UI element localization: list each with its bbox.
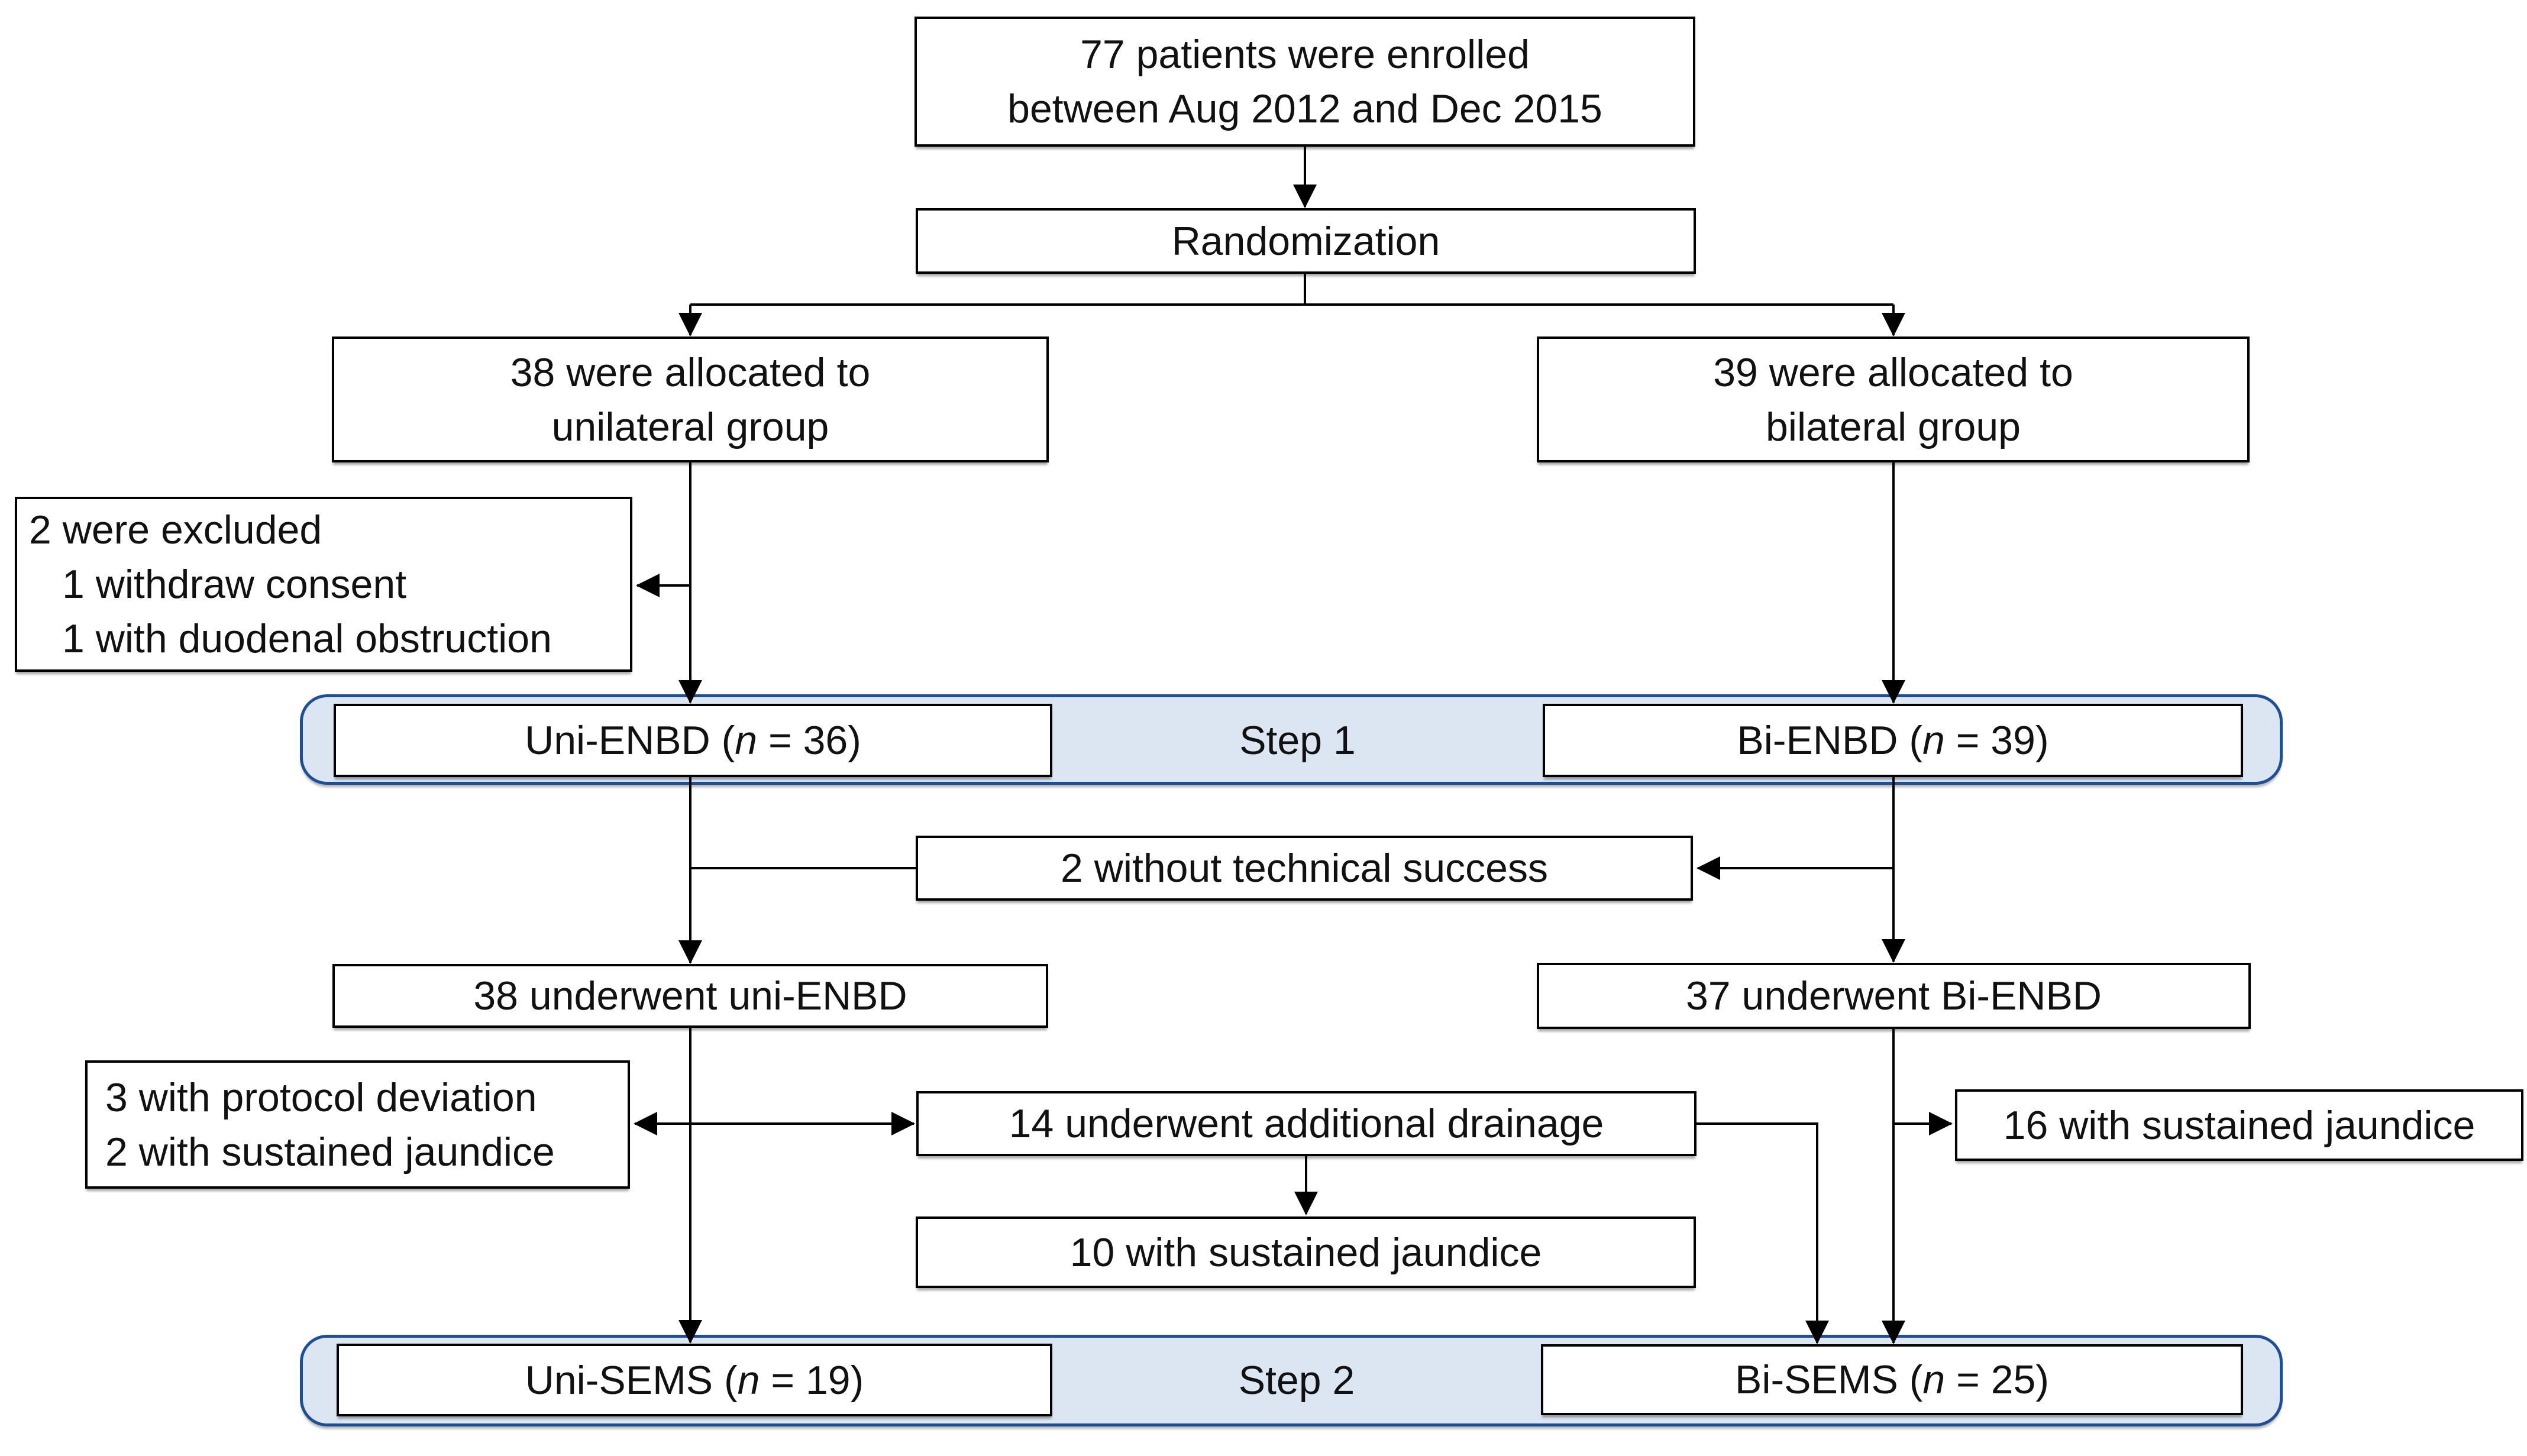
bi-enbd-pre: Bi-ENBD ( (1737, 718, 1922, 763)
box-uni-enbd: Uni-ENBD (n = 36) (334, 704, 1052, 777)
protocol-deviation-line1: 3 with protocol deviation (105, 1075, 537, 1120)
box-sustained-jaundice-10: 10 with sustained jaundice (916, 1216, 1696, 1288)
arrow-drainage-to-bi-sems (1696, 1122, 1829, 1344)
uni-sems-n: n (737, 1357, 760, 1403)
additional-drainage-label: 14 underwent additional drainage (1009, 1101, 1604, 1146)
box-no-technical-success: 2 without technical success (916, 836, 1693, 901)
protocol-deviation-line2: 2 with sustained jaundice (105, 1129, 555, 1174)
underwent-bi-enbd-label: 37 underwent Bi-ENBD (1685, 973, 2102, 1018)
allocated-bilateral-line1: 39 were allocated to (1713, 350, 2073, 395)
box-excluded: 2 were excluded 1 withdraw consent 1 wit… (15, 497, 632, 672)
uni-enbd-pre: Uni-ENBD ( (525, 718, 735, 763)
sustained-jaundice-10-label: 10 with sustained jaundice (1069, 1229, 1542, 1275)
sustained-jaundice-16-label: 16 with sustained jaundice (2003, 1102, 2476, 1148)
underwent-uni-enbd-label: 38 underwent uni-ENBD (473, 973, 907, 1018)
box-bi-sems: Bi-SEMS (n = 25) (1541, 1344, 2243, 1415)
box-uni-sems: Uni-SEMS (n = 19) (337, 1344, 1052, 1416)
box-underwent-bi-enbd: 37 underwent Bi-ENBD (1537, 963, 2251, 1029)
box-additional-drainage: 14 underwent additional drainage (916, 1091, 1696, 1156)
step2-label: Step 2 (1052, 1344, 1541, 1416)
excluded-line2: 1 withdraw consent (62, 562, 407, 607)
box-protocol-deviation: 3 with protocol deviation 2 with sustain… (85, 1060, 630, 1189)
no-technical-success-label: 2 without technical success (1061, 846, 1548, 891)
excluded-line3: 1 with duodenal obstruction (62, 616, 552, 661)
step1-label: Step 1 (1052, 704, 1543, 777)
uni-enbd-post: = 36) (757, 718, 861, 763)
uni-sems-pre: Uni-SEMS ( (525, 1357, 738, 1403)
bi-sems-n: n (1922, 1357, 1946, 1402)
bi-sems-post: = 25) (1945, 1357, 2049, 1402)
box-randomization: Randomization (916, 208, 1696, 274)
step2-text: Step 2 (1238, 1357, 1355, 1403)
bi-enbd-post: = 39) (1944, 718, 2049, 763)
enrollment-line1: 77 patients were enrolled (1080, 32, 1530, 77)
bi-sems-pre: Bi-SEMS ( (1735, 1357, 1923, 1402)
bi-enbd-n: n (1922, 718, 1945, 763)
step1-text: Step 1 (1239, 718, 1356, 763)
enrollment-line2: between Aug 2012 and Dec 2015 (1007, 86, 1602, 131)
excluded-line1: 2 were excluded (29, 507, 322, 552)
box-underwent-uni-enbd: 38 underwent uni-ENBD (332, 964, 1048, 1028)
uni-enbd-n: n (735, 718, 758, 763)
uni-sems-post: = 19) (760, 1357, 864, 1403)
box-sustained-jaundice-16: 16 with sustained jaundice (1955, 1089, 2523, 1161)
box-allocated-unilateral: 38 were allocated to unilateral group (332, 337, 1049, 462)
box-allocated-bilateral: 39 were allocated to bilateral group (1537, 337, 2250, 462)
allocated-bilateral-line2: bilateral group (1766, 404, 2021, 449)
box-bi-enbd: Bi-ENBD (n = 39) (1543, 704, 2243, 777)
allocated-unilateral-line1: 38 were allocated to (510, 350, 871, 395)
randomization-label: Randomization (1171, 218, 1440, 264)
allocated-unilateral-line2: unilateral group (551, 404, 829, 449)
box-enrollment: 77 patients were enrolled between Aug 20… (914, 17, 1695, 147)
